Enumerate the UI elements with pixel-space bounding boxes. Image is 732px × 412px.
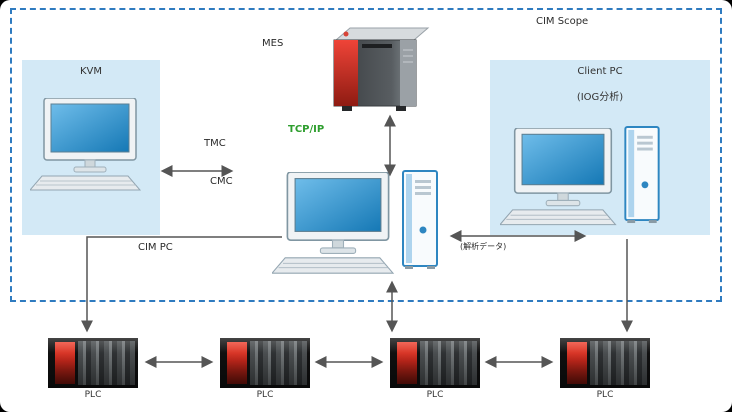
plc-label: PLC [426, 390, 444, 400]
plc-photo [220, 338, 310, 388]
tmc-link-label: TMC [204, 138, 226, 149]
plc-photo-sheen [48, 338, 138, 388]
plc-photo [390, 338, 480, 388]
plc-red-module [567, 342, 587, 384]
plc-module-rack [420, 341, 477, 385]
client-pc-panel: Client PC (IOG分析) [490, 60, 710, 235]
tcpip-label: TCP/IP [288, 124, 325, 135]
plc-label: PLC [596, 390, 614, 400]
kvm-panel: KVM [22, 60, 160, 235]
plc-module-rack [78, 341, 135, 385]
plc-red-module [397, 342, 417, 384]
plc-photo [560, 338, 650, 388]
plc-photo-sheen [220, 338, 310, 388]
cim-scope-label: CIM Scope [536, 16, 589, 27]
plc-red-module [55, 342, 75, 384]
kvm-label: KVM [79, 66, 103, 77]
plc-photo [48, 338, 138, 388]
cim-pc-label: CIM PC [138, 242, 173, 253]
cim-scope-boundary [10, 8, 722, 302]
plc-photo-sheen [560, 338, 650, 388]
mes-label: MES [262, 38, 284, 49]
client-data-link-label: (解析データ) [460, 242, 507, 251]
plc-module-rack [250, 341, 307, 385]
plc-module-rack [590, 341, 647, 385]
plc-label: PLC [256, 390, 274, 400]
plc-label: PLC [84, 390, 102, 400]
client-pc-subtitle: (IOG分析) [576, 92, 624, 103]
cmc-link-label: CMC [210, 176, 233, 187]
plc-red-module [227, 342, 247, 384]
plc-photo-sheen [390, 338, 480, 388]
client-pc-label: Client PC [577, 66, 623, 77]
